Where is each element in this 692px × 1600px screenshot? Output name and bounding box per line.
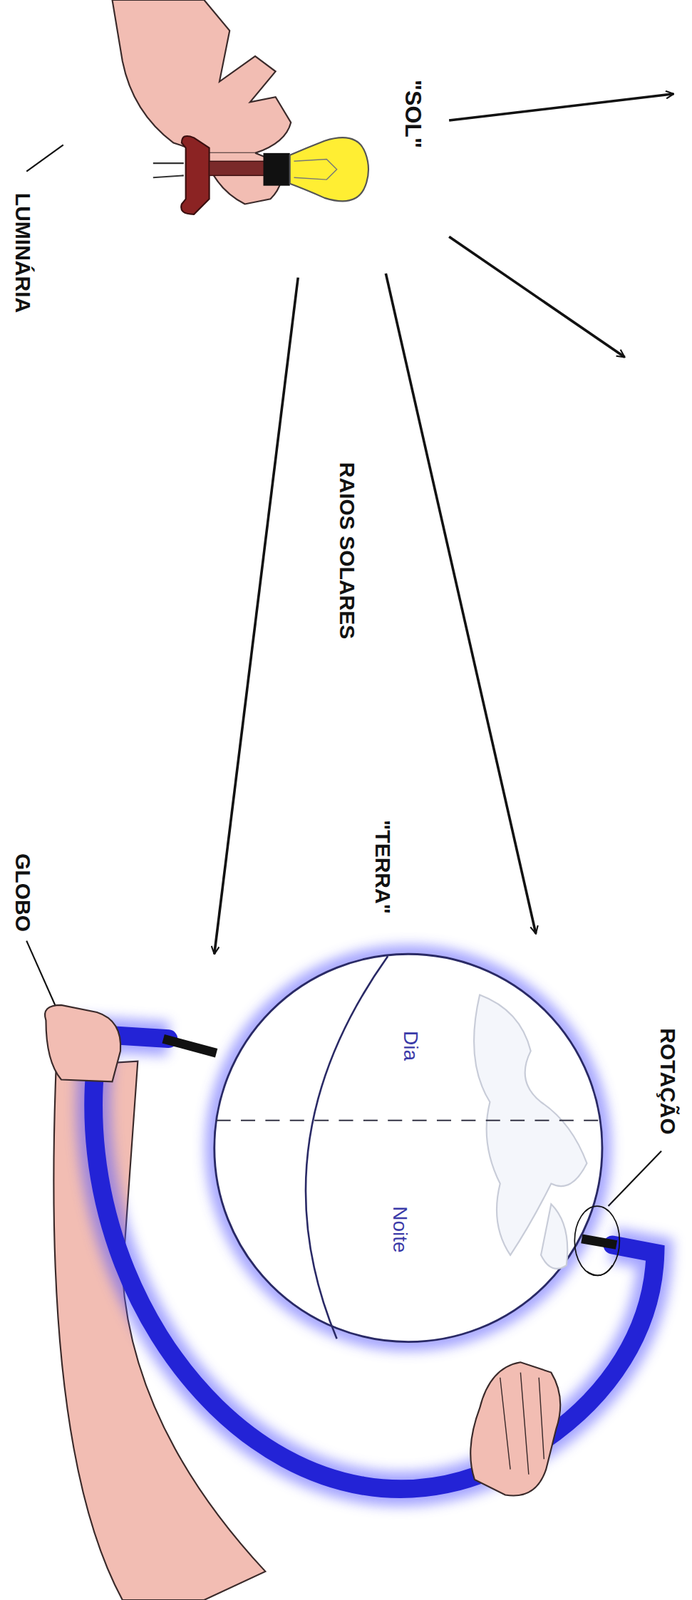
hand [470,1362,561,1496]
rotation-arrow [586,1265,613,1276]
axis-pin [581,1239,617,1246]
sun-ray [448,94,674,121]
hand [112,0,292,154]
label: LUMINÁRIA [12,193,34,313]
label: ROTAÇÃO [657,1028,679,1135]
continent [473,995,587,1256]
globe [214,954,603,1342]
bulb [290,137,369,201]
lamp-stem [209,161,266,176]
filament [293,158,337,180]
label: Noite [389,1206,410,1253]
label: "SOL" [401,79,425,149]
equator [216,1120,601,1122]
axis-pin [163,1039,216,1054]
label: GLOBO [12,853,34,933]
sun-ray [385,273,536,935]
finger [500,1373,545,1476]
continent [540,1204,568,1270]
sun-ray [214,277,298,955]
label: RAIOS SOLARES [336,462,358,640]
lamp-base [181,136,209,215]
rotation-mark [574,1206,620,1276]
leader-line [608,1151,662,1207]
lamp-wire [153,163,184,178]
label: "TERRA" [372,820,394,915]
leader-line [26,144,64,172]
lamp-socket [262,153,290,187]
sun-ray [448,236,625,358]
terminator [305,956,388,1340]
label: Dia [400,1031,421,1062]
globe-glow [214,954,603,1342]
hand [44,1005,121,1082]
